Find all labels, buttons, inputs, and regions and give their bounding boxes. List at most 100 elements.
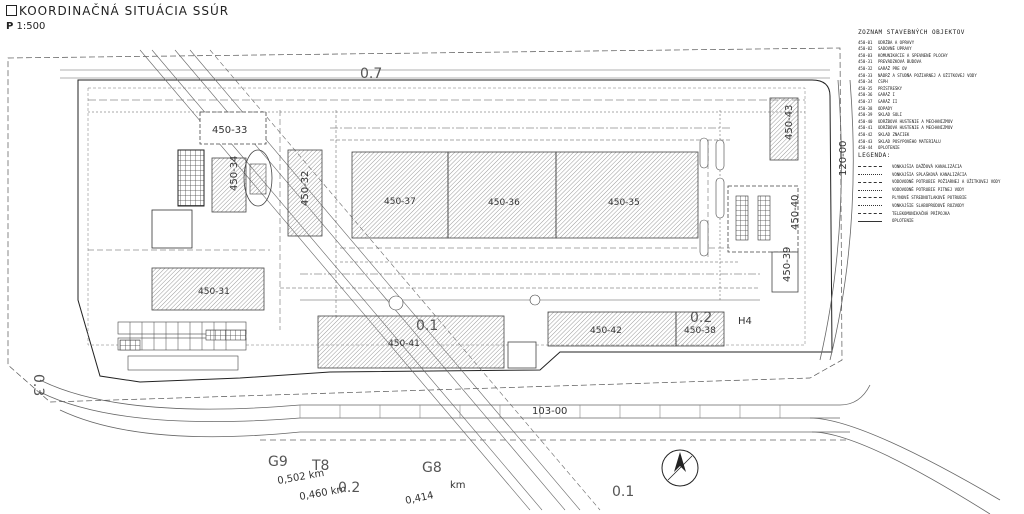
legend-line [858,197,882,199]
tank-box [151,209,193,249]
label-450-38: 450-38 [684,326,716,336]
legend-line [858,181,882,183]
annot-top: 0.7 [360,66,382,82]
legend-row: PLYNOVÉ STREDNOTLAKOVÉ POTRUBIE [858,194,1024,202]
annot-ov-5: 0.2 [690,310,712,326]
building-450-38 [675,311,725,347]
site-inner [87,87,806,346]
annot-km-3-unit: km [450,480,466,491]
drawing-title: KOORDINAČNÁ SITUÁCIA SSÚR [6,4,229,18]
label-450-36: 450-36 [488,198,520,208]
site-fence [77,79,833,383]
legend-row: VODOVODNÉ POTRUBIE PITNEJ VODY [858,186,1024,194]
bottom-road [39,79,1001,514]
top-road [60,69,830,79]
legend-line [858,166,882,168]
title-box-icon [6,5,17,16]
title-text: KOORDINAČNÁ SITUÁCIA SSÚR [19,4,230,18]
legend-row: VONKAJŠIA DAŽĎOVÁ KANALIZÁCIA [858,163,1024,171]
building-450-35 [555,151,699,239]
north-arrow-icon [661,449,699,487]
building-450-41 [317,315,505,369]
building-450-36 [447,151,557,239]
objects-list-heading: ZOZNAM STAVEBNÝCH OBJEKTOV [858,29,965,36]
annot-km-1: 0,502 km [277,468,326,487]
lot-boundary [7,47,843,403]
silo-1 [735,195,749,241]
label-450-35: 450-35 [608,198,640,208]
legend-row: VONKAJŠIA SPLAŠKOVÁ KANALIZÁCIA [858,171,1024,179]
building-450-43 [769,97,799,161]
annot-ov-1: 0.2 [338,480,360,496]
roundabout-island [243,149,273,207]
annot-ov-4: 0.1 [416,318,438,334]
building-450-37 [351,151,449,239]
annot-h4: H4 [738,316,752,327]
label-450-37: 450-37 [384,197,416,207]
legend-line [858,174,882,176]
building-450-33 [199,111,267,145]
annot-g8: G8 [422,460,442,476]
legend-heading: LEGENDA: [858,152,891,159]
panel-grid [177,149,205,207]
annot-road-120: 120-00 [838,141,849,176]
legend-line [858,220,882,222]
annex-box [507,341,537,369]
building-450-34 [211,157,247,213]
annot-road-103: 103-00 [532,406,567,417]
silo-2 [757,195,771,241]
scale-value: 1:500 [16,21,46,32]
legend-row: VODOVODNÉ POTRUBIE POŽIARNEJ A ÚŽITKOVEJ… [858,178,1024,186]
label-450-34: 450-34 [229,156,240,191]
label-450-32: 450-32 [300,171,311,206]
building-450-42 [547,311,677,347]
parking-rows [117,321,247,371]
label-450-31: 450-31 [198,287,230,297]
legend-line [858,189,882,191]
road-cross-hatch [299,405,781,418]
building-450-39 [771,251,799,293]
label-450-43: 450-43 [784,105,795,140]
label-450-39: 450-39 [782,247,793,282]
building-450-31 [151,267,265,311]
legend-line [858,205,882,207]
legend-row: TELEKOMUNIKAČNÁ PRÍPOJKA [858,210,1024,218]
annot-g9: G9 [268,454,288,470]
legend: LEGENDA: VONKAJŠIA DAŽĎOVÁ KANALIZÁCIA V… [858,152,1024,225]
label-450-40: 450-40 [790,195,801,230]
legend-row: OPLOTENIE [858,217,1024,225]
annot-t8: T8 [311,458,329,474]
annot-ov-3: 0.3 [30,374,46,396]
annot-ov-2: 0.1 [612,484,634,500]
label-450-41: 450-41 [388,339,420,349]
legend-row: VONKAJŠIE SLABOPRÚDOVÉ ROZVODY [858,202,1024,210]
legend-line [858,213,882,215]
annot-km-3: 0,414 [404,490,434,507]
building-450-32 [287,149,323,237]
pillars [388,137,725,311]
label-450-42: 450-42 [590,326,622,336]
parking-ticks [129,322,227,350]
drawing-scale: P 1:500 [6,21,45,32]
label-450-33: 450-33 [212,125,247,136]
island-fill [249,163,267,195]
